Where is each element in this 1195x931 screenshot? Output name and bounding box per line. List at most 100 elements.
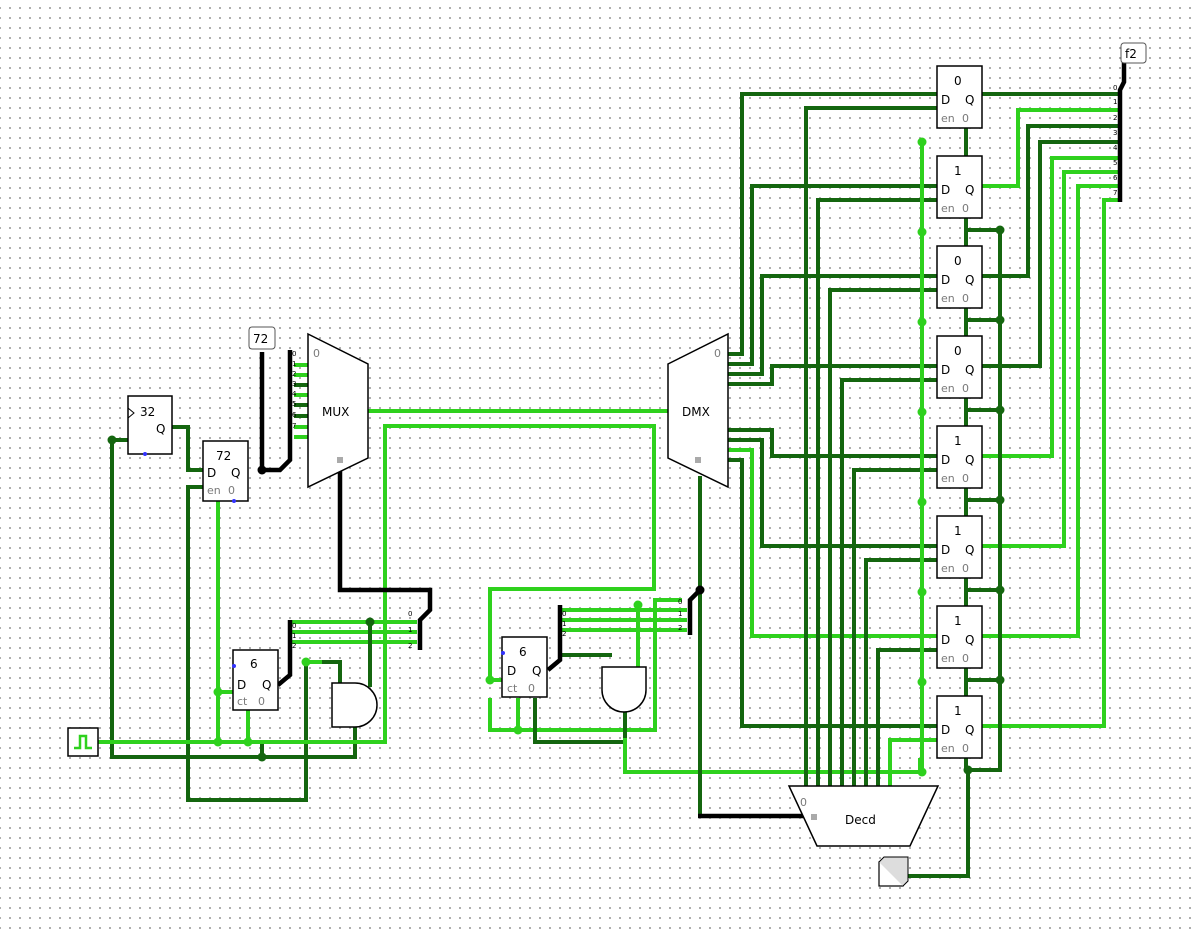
wire: [828, 288, 937, 788]
svg-text:2: 2: [292, 642, 296, 650]
svg-text:2: 2: [562, 630, 566, 638]
wire: [726, 428, 937, 458]
wire: [488, 598, 682, 732]
wire: [978, 170, 1122, 548]
ct-label: ct: [507, 682, 518, 695]
wire: [978, 140, 1122, 368]
ct-value: 0: [258, 695, 265, 708]
d-label: D: [941, 183, 950, 197]
q-label: Q: [156, 422, 165, 436]
svg-text:1: 1: [562, 620, 566, 628]
en-value: 0: [962, 472, 969, 485]
wire: [852, 468, 937, 788]
svg-text:0: 0: [408, 610, 412, 618]
svg-text:5: 5: [292, 400, 296, 408]
register-6[interactable]: 1 D Q en 0: [936, 605, 983, 669]
svg-text:7: 7: [292, 422, 296, 430]
svg-text:2: 2: [408, 642, 412, 650]
register-3[interactable]: 0 D Q en 0: [936, 335, 983, 399]
wire: [726, 92, 937, 356]
probe-value: 72: [253, 332, 268, 346]
wire: [95, 424, 656, 744]
counter-6-middle[interactable]: 6 D Q ct 0: [501, 636, 548, 698]
en-label: en: [941, 292, 955, 305]
en-label: en: [941, 472, 955, 485]
q-label: Q: [965, 363, 974, 377]
svg-text:1: 1: [678, 610, 682, 618]
svg-text:0: 0: [292, 350, 296, 358]
svg-text:4: 4: [1113, 144, 1118, 152]
q-label: Q: [965, 273, 974, 287]
register-value: 72: [216, 449, 231, 463]
counter-6-left[interactable]: 6 D Q ct 0: [232, 649, 279, 711]
decoder[interactable]: 0 Decd: [787, 785, 940, 847]
d-label: D: [941, 543, 950, 557]
svg-text:0: 0: [292, 622, 296, 630]
input-probe: 72: [248, 326, 276, 350]
register-value: 0: [954, 74, 962, 88]
counter-value: 6: [519, 645, 527, 659]
and-gate-left[interactable]: [331, 682, 378, 728]
d-label: D: [941, 633, 950, 647]
wire: [726, 184, 937, 366]
d-label: D: [941, 453, 950, 467]
left-select-indices: 0 1 2 0 1 2: [292, 610, 412, 650]
wire: [170, 425, 207, 472]
en-value: 0: [962, 292, 969, 305]
wire: [903, 768, 970, 878]
register-0[interactable]: 0 D Q en 0: [936, 65, 983, 129]
register-value: 0: [954, 254, 962, 268]
svg-text:6: 6: [292, 411, 297, 419]
svg-text:1: 1: [1113, 98, 1117, 106]
wire: [623, 738, 922, 774]
wire: [816, 198, 937, 788]
wire: [726, 438, 937, 548]
register-value: 1: [954, 524, 962, 538]
en-label: en: [941, 652, 955, 665]
en-label: en: [941, 562, 955, 575]
buses: [259, 62, 1127, 819]
multiplexer[interactable]: 0 MUX: [307, 332, 369, 489]
en-label: en: [941, 382, 955, 395]
register-4[interactable]: 1 D Q en 0: [936, 425, 983, 489]
wire: [978, 198, 1122, 728]
en-value: 0: [962, 742, 969, 755]
register-72[interactable]: 72 D Q en 0: [202, 440, 249, 503]
d-label: D: [941, 273, 950, 287]
q-label: Q: [965, 543, 974, 557]
svg-text:1: 1: [292, 632, 296, 640]
push-button[interactable]: [878, 856, 909, 887]
register-value: 1: [954, 614, 962, 628]
q-label: Q: [965, 453, 974, 467]
clock-source[interactable]: [67, 727, 99, 757]
wire: [978, 184, 1122, 638]
d-label: D: [941, 723, 950, 737]
mux-label: MUX: [322, 405, 349, 419]
register-2[interactable]: 0 D Q en 0: [936, 245, 983, 309]
demultiplexer[interactable]: 0 DMX: [667, 332, 729, 489]
register-value: 1: [954, 164, 962, 178]
svg-text:2: 2: [678, 624, 682, 632]
wire: [876, 648, 937, 788]
register-7[interactable]: 1 D Q en 0: [936, 695, 983, 759]
mux-input-indices: 0 1 2 3 4 5 6 7: [292, 350, 297, 430]
wire: [726, 458, 937, 728]
q-label: Q: [262, 678, 271, 692]
svg-text:3: 3: [1113, 129, 1117, 137]
ct-label: ct: [237, 695, 248, 708]
svg-text:4: 4: [292, 390, 297, 398]
bus-wire: [687, 588, 702, 635]
register-value: 1: [954, 704, 962, 718]
output-bus-indices: 0 1 2 3 4 5 6 7: [1113, 84, 1118, 197]
register-5[interactable]: 1 D Q en 0: [936, 515, 983, 579]
bus-wire: [546, 605, 563, 672]
svg-text:2: 2: [292, 370, 296, 378]
register-1[interactable]: 1 D Q en 0: [936, 155, 983, 219]
d-label: D: [237, 678, 246, 692]
counter-32[interactable]: 32 Q: [127, 395, 173, 456]
en-label: en: [941, 112, 955, 125]
q-label: Q: [965, 723, 974, 737]
wire: [804, 106, 937, 788]
and-gate-middle[interactable]: [601, 666, 647, 713]
wire: [726, 274, 937, 376]
